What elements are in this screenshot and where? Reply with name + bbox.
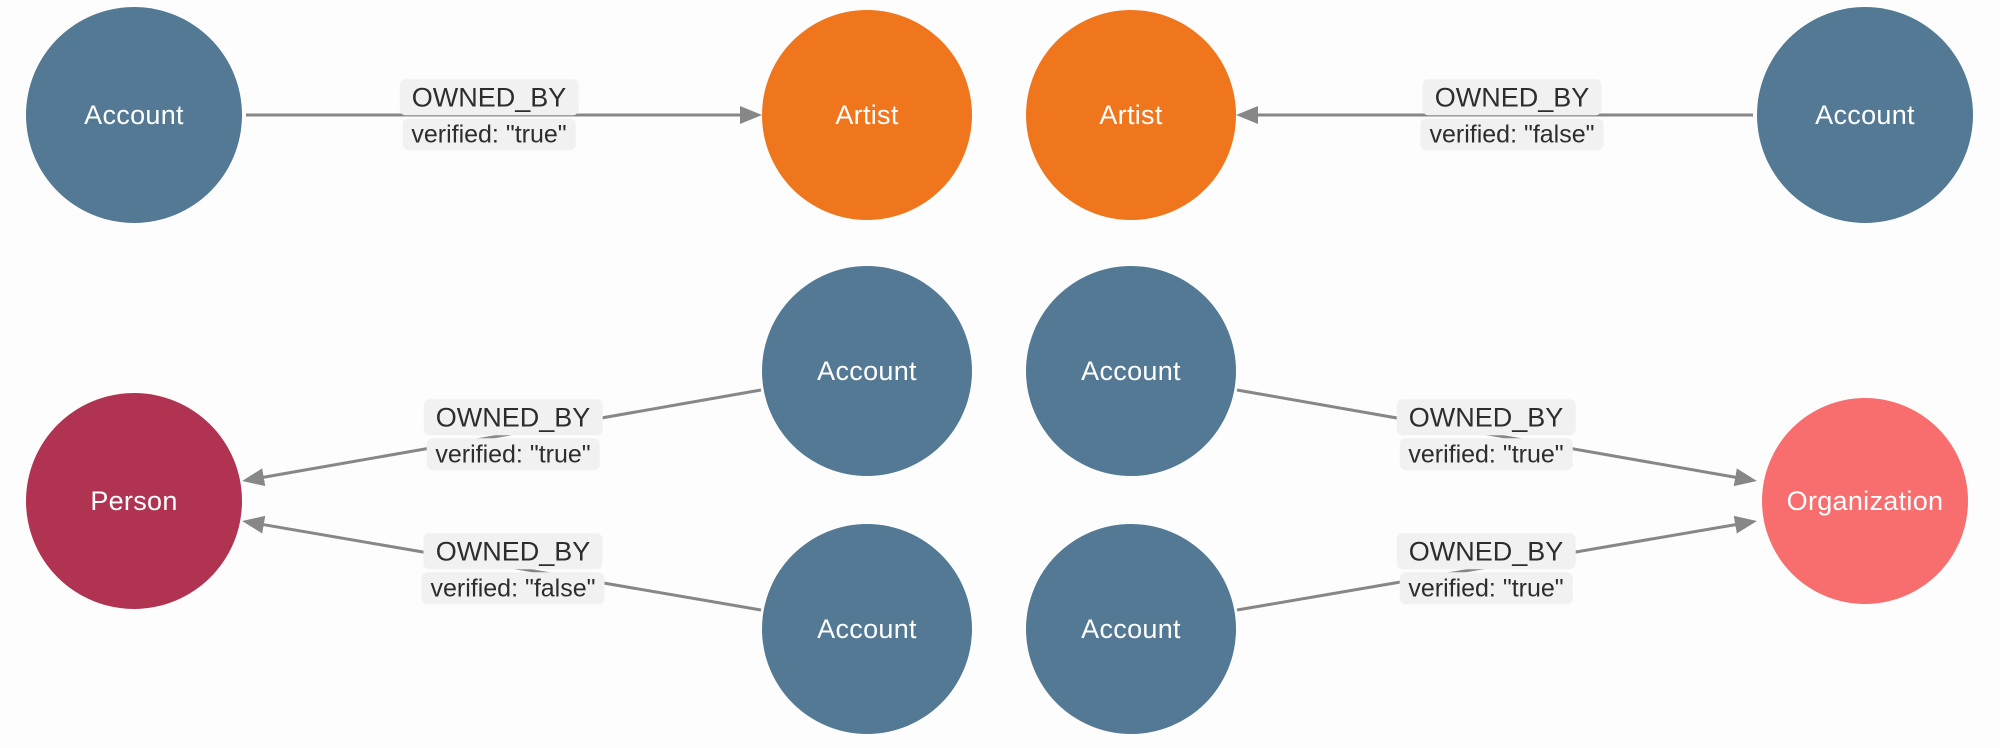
node-artist[interactable]: Artist (1026, 10, 1236, 220)
node-account[interactable]: Account (762, 266, 972, 476)
relationship-property: verified: "true" (1399, 438, 1573, 471)
relationship-property: verified: "true" (1399, 572, 1573, 605)
node-label: Artist (1099, 99, 1163, 130)
node-label: Organization (1786, 485, 1944, 516)
relationship-type: OWNED_BY (1396, 399, 1576, 436)
node-organization[interactable]: Organization (1762, 398, 1968, 604)
node-label: Artist (835, 99, 899, 130)
node-label: Person (90, 485, 178, 516)
node-artist[interactable]: Artist (762, 10, 972, 220)
relationship-property: verified: "true" (402, 118, 576, 151)
edge-label-owned-by[interactable]: OWNED_BY verified: "true" (423, 399, 603, 471)
relationship-type: OWNED_BY (399, 79, 579, 116)
node-account[interactable]: Account (1026, 524, 1236, 734)
relationship-type: OWNED_BY (423, 399, 603, 436)
node-person[interactable]: Person (26, 393, 242, 609)
node-label: Account (1081, 355, 1181, 386)
node-account[interactable]: Account (1757, 7, 1973, 223)
relationship-type: OWNED_BY (1396, 533, 1576, 570)
edge-label-owned-by[interactable]: OWNED_BY verified: "false" (1420, 79, 1604, 151)
edge-label-owned-by[interactable]: OWNED_BY verified: "false" (421, 533, 605, 605)
node-label: Account (817, 355, 917, 386)
node-label: Account (817, 613, 917, 644)
edge-label-owned-by[interactable]: OWNED_BY verified: "true" (1396, 533, 1576, 605)
relationship-property: verified: "false" (421, 572, 605, 605)
relationship-property: verified: "false" (1420, 118, 1604, 151)
node-label: Account (1815, 99, 1915, 130)
relationship-type: OWNED_BY (1422, 79, 1602, 116)
node-account[interactable]: Account (762, 524, 972, 734)
edge-label-owned-by[interactable]: OWNED_BY verified: "true" (1396, 399, 1576, 471)
node-label: Account (1081, 613, 1181, 644)
relationship-type: OWNED_BY (423, 533, 603, 570)
node-label: Account (84, 99, 184, 130)
edge-label-owned-by[interactable]: OWNED_BY verified: "true" (399, 79, 579, 151)
node-account[interactable]: Account (26, 7, 242, 223)
node-account[interactable]: Account (1026, 266, 1236, 476)
relationship-property: verified: "true" (426, 438, 600, 471)
